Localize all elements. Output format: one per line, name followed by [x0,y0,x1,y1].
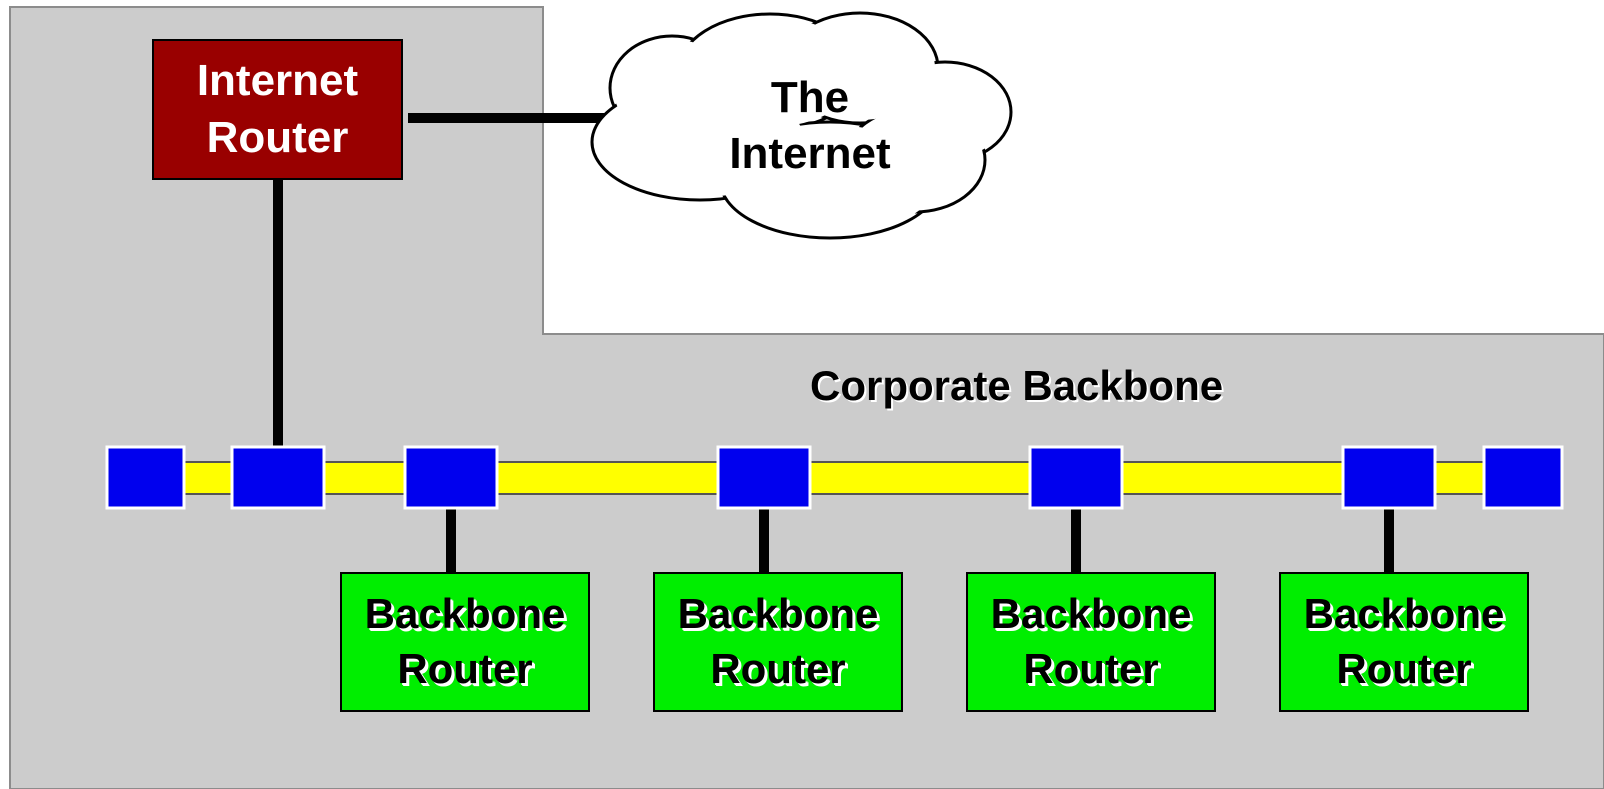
backbone-router-box-3 [966,572,1216,712]
internet-router-label-line1: Internet [196,56,359,106]
internet-router-label: Internet Router [153,40,402,179]
transceiver-backbone-1 [403,445,499,510]
internet-router-label-line2: Router [206,112,349,162]
backbone-router-label-2: Backbone Router [654,573,902,711]
backbone-router-box-2 [653,572,903,712]
transceiver-terminator-left [105,445,186,510]
backbone-router-box-1 [340,572,590,712]
internet-cloud-icon [590,11,1013,240]
backbone-drops [446,508,1394,574]
bus-transceivers [105,445,1564,510]
backbone-router-label-3-line2: Router [1023,645,1159,692]
backbone-router-label-2-line1: Backbone [677,590,879,638]
backbone-router-label-2-line2: Router [710,645,846,692]
transceiver-backbone-2 [716,445,812,510]
transceiver-internet-router [230,445,326,510]
backbone-router-label-4-line2: Router [1336,645,1472,692]
backbone-router-label-1-line1: Backbone [364,590,566,638]
backbone-router-box-4 [1279,572,1529,712]
backbone-title: Corporate Backbone [810,362,1224,410]
backbone-router-label-3: Backbone Router [967,573,1215,711]
internet-router-box [152,39,403,180]
transceiver-backbone-3 [1028,445,1124,510]
backbone-router-label-4-line1: Backbone [1303,590,1505,638]
backbone-bus [179,461,1491,495]
internet-cloud-label: The Internet [700,70,920,182]
backbone-router-label-3-line1: Backbone [990,590,1192,638]
backbone-router-label-4: Backbone Router [1280,573,1528,711]
backbone-router-label-1-line2: Router [397,645,533,692]
internet-cloud-label-line2: Internet [729,129,891,178]
backbone-router-label-1: Backbone Router [341,573,589,711]
internet-cloud-label-line1: The [770,72,850,122]
backbone-router-boxes [340,572,1529,712]
transceiver-terminator-right [1482,445,1564,510]
transceiver-backbone-4 [1341,445,1437,510]
